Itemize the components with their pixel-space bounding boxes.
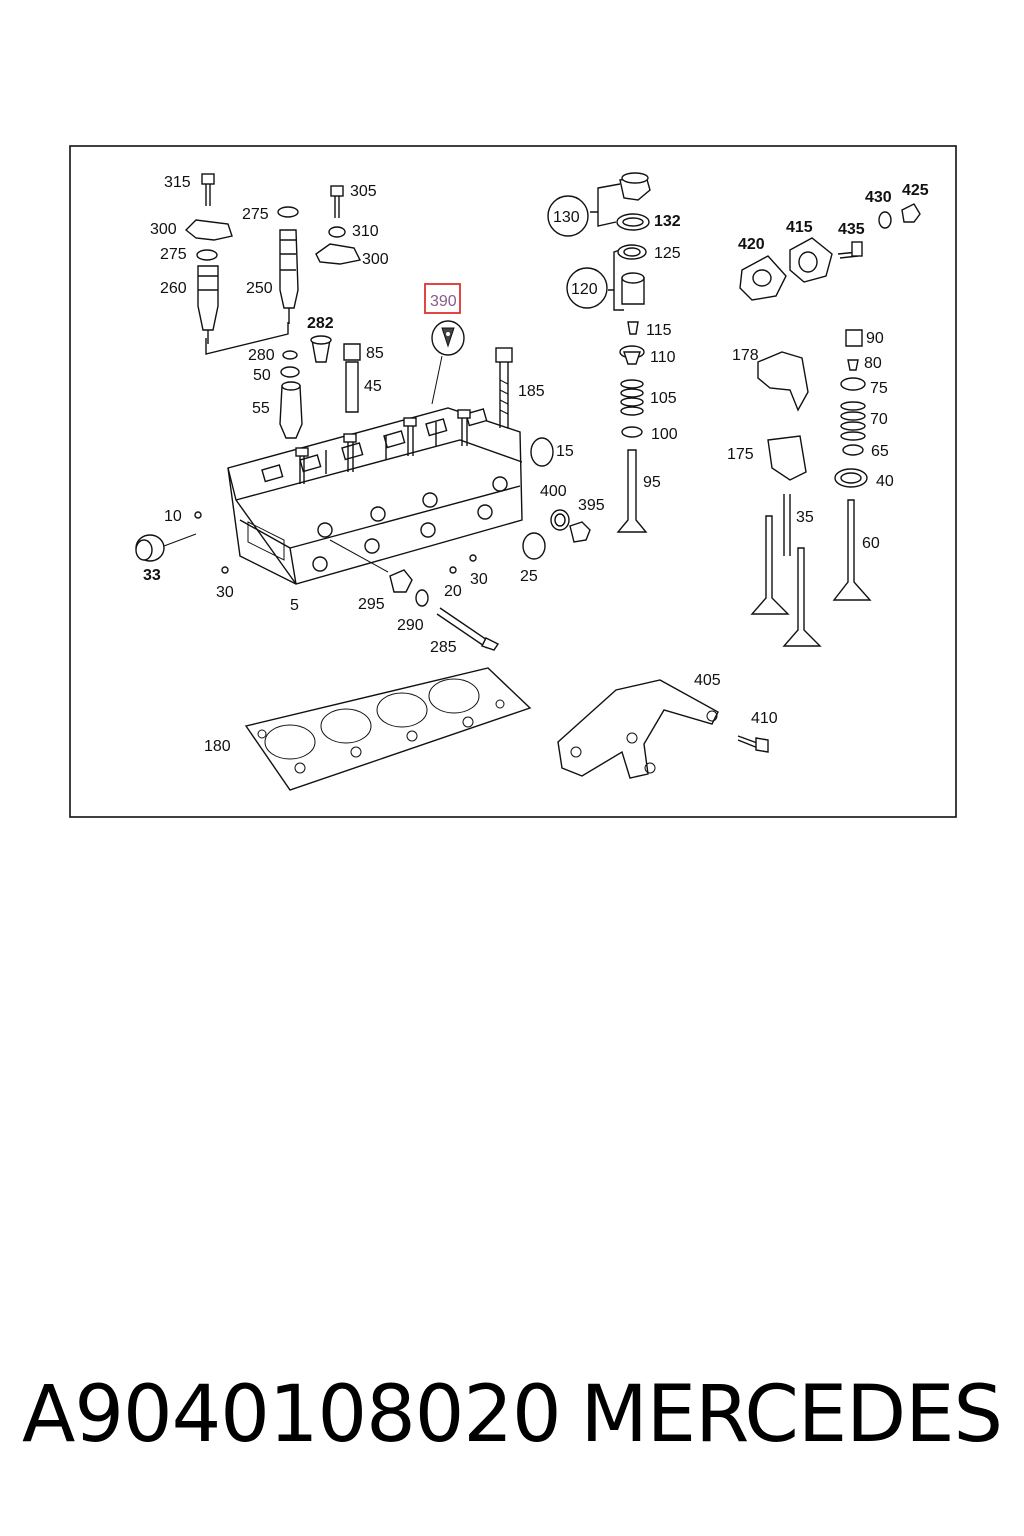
callout-420: 420 [738,236,765,253]
valve-train-right [750,329,872,647]
callout-45: 45 [364,378,382,395]
callout-282: 282 [307,315,334,332]
callout-410: 410 [751,710,778,727]
plug-33 [135,511,477,574]
callout-30: 30 [216,584,234,601]
callout-115: 115 [646,322,672,339]
callout-60: 60 [862,535,880,552]
callout-178: 178 [732,347,759,364]
callout-70: 70 [870,411,888,428]
callout-55: 55 [252,400,270,417]
callout-132: 132 [654,213,681,230]
brand-name: MERCEDES [580,1370,1003,1460]
callout-130: 130 [553,209,580,226]
part-number: A9040108020 [22,1370,562,1460]
callout-405: 405 [694,672,721,689]
callout-110: 110 [650,349,676,366]
plugs-right [522,437,591,560]
callout-100: 100 [651,426,678,443]
callout-30: 30 [470,571,488,588]
cylinder-head [227,407,523,585]
callout-80: 80 [864,355,882,372]
injector-parts [184,173,362,439]
pump-parts-right [739,203,921,301]
callout-260: 260 [160,280,187,297]
callout-310: 310 [352,223,379,240]
callout-175: 175 [727,446,754,463]
callout-300: 300 [150,221,177,238]
callout-33: 33 [143,567,161,584]
callout-5: 5 [290,597,299,614]
callout-300: 300 [362,251,389,268]
callout-390: 390 [430,293,457,310]
valve-train-center [547,172,651,533]
callout-395: 395 [578,497,605,514]
callout-50: 50 [253,367,271,384]
callout-430: 430 [865,189,892,206]
glow-plug-parts [329,539,500,651]
callout-75: 75 [870,380,888,397]
callout-305: 305 [350,183,377,200]
callout-415: 415 [786,219,813,236]
callout-290: 290 [397,617,424,634]
highlight-box-390 [424,283,461,314]
callout-65: 65 [871,443,889,460]
callout-295: 295 [358,596,385,613]
bracket-405 [557,679,769,779]
callout-185: 185 [518,383,545,400]
callout-180: 180 [204,738,231,755]
callout-10: 10 [164,508,182,525]
callout-15: 15 [556,443,574,460]
callout-250: 250 [246,280,273,297]
bolt-185 [495,347,513,428]
callout-275: 275 [160,246,187,263]
callout-labels: 315 305 300 275 275 310 300 250 260 282 … [143,174,929,755]
callout-275: 275 [242,206,269,223]
callout-105: 105 [650,390,677,407]
callout-95: 95 [643,474,661,491]
callout-120: 120 [571,281,598,298]
callout-25: 25 [520,568,538,585]
part-390 [431,320,465,405]
callout-40: 40 [876,473,894,490]
callout-425: 425 [902,182,929,199]
callout-400: 400 [540,483,567,500]
callout-90: 90 [866,330,884,347]
callout-435: 435 [838,221,865,238]
callout-125: 125 [654,245,681,262]
callout-35: 35 [796,509,814,526]
callout-280: 280 [248,347,275,364]
callout-20: 20 [444,583,462,600]
callout-285: 285 [430,639,457,656]
callout-85: 85 [366,345,384,362]
head-gasket [244,667,532,791]
callout-315: 315 [164,174,191,191]
